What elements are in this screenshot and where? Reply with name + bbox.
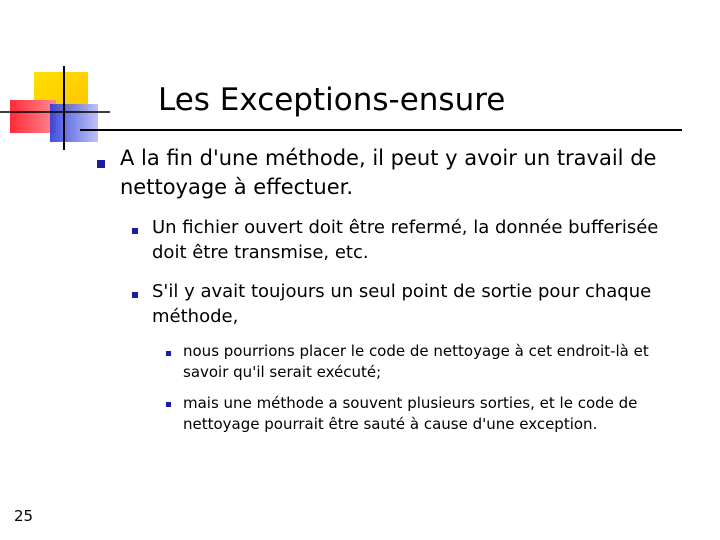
decorative-logo <box>0 66 110 150</box>
slide-title: Les Exceptions-ensure <box>158 82 506 118</box>
bullet-level-1: A la fin d'une méthode, il peut y avoir … <box>120 146 657 199</box>
bullet-marker-level-2 <box>132 228 138 234</box>
logo-blue-square <box>50 104 98 142</box>
bullet-level-2: S'il y avait toujours un seul point de s… <box>152 281 652 327</box>
bullet-level-3: mais une méthode a souvent plusieurs sor… <box>183 394 638 433</box>
logo-red-square <box>10 100 56 133</box>
bullet-marker-level-3 <box>166 351 171 356</box>
bullet-marker-level-3 <box>166 402 171 407</box>
page-number: 25 <box>14 507 34 525</box>
bullet-marker-level-2 <box>132 292 138 298</box>
bullet-level-3: nous pourrions placer le code de nettoya… <box>183 342 649 381</box>
title-underline <box>80 129 682 131</box>
bullet-marker-level-1 <box>97 160 105 168</box>
bullet-level-2: Un fichier ouvert doit être refermé, la … <box>152 217 659 263</box>
